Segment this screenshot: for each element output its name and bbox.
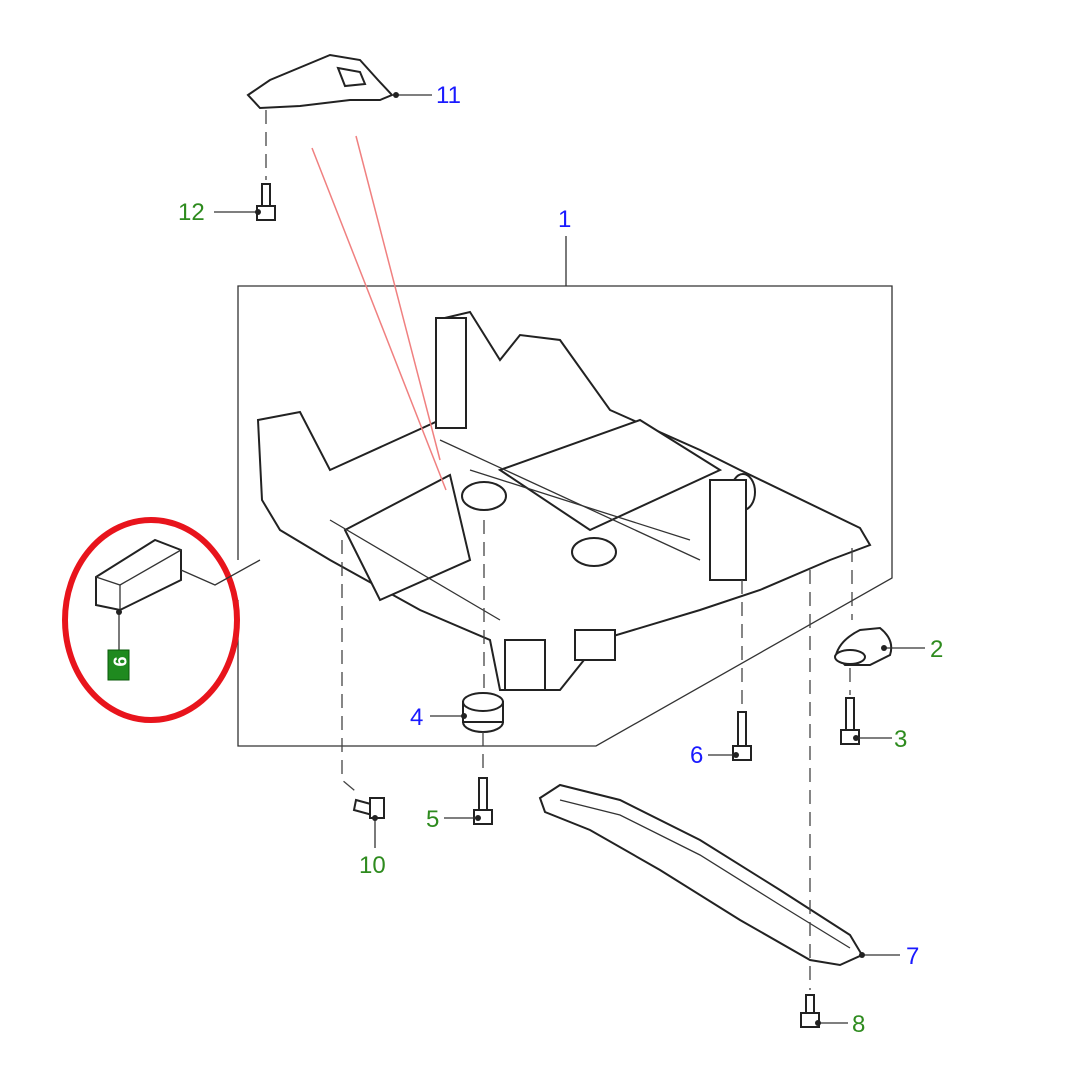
callout-3[interactable]: 3 (894, 726, 908, 753)
callout-1[interactable]: 1 (558, 206, 572, 233)
mount-part-2[interactable] (834, 548, 925, 695)
bolt-part-6[interactable] (708, 580, 752, 761)
bolt-part-10[interactable] (341, 540, 385, 848)
callout-2[interactable]: 2 (930, 636, 944, 663)
highlighted-part-9[interactable] (62, 517, 261, 723)
shield-part-7[interactable] (538, 570, 900, 990)
bolt-part-5[interactable] (444, 777, 493, 825)
callout-7[interactable]: 7 (906, 943, 920, 970)
bolt-part-3[interactable] (840, 697, 892, 745)
subframe-part[interactable] (256, 310, 872, 691)
callout-10[interactable]: 10 (359, 852, 386, 879)
bushing-part-4[interactable] (430, 520, 504, 775)
bolt-part-8[interactable] (800, 994, 848, 1028)
pointer-lines (311, 135, 447, 491)
callout-12[interactable]: 12 (178, 199, 205, 226)
label-box-9 (107, 649, 130, 681)
callout-9[interactable]: 9 (109, 656, 130, 667)
callout-8[interactable]: 8 (852, 1011, 866, 1038)
bolt-part-12[interactable] (214, 183, 276, 221)
assembly-bracket-outline (237, 236, 893, 747)
callout-4[interactable]: 4 (410, 704, 424, 731)
callout-5[interactable]: 5 (426, 806, 440, 833)
bracket-part-11[interactable] (246, 53, 432, 180)
callout-11[interactable]: 11 (436, 82, 461, 109)
callout-6[interactable]: 6 (690, 742, 704, 769)
highlight-circle (62, 517, 240, 723)
